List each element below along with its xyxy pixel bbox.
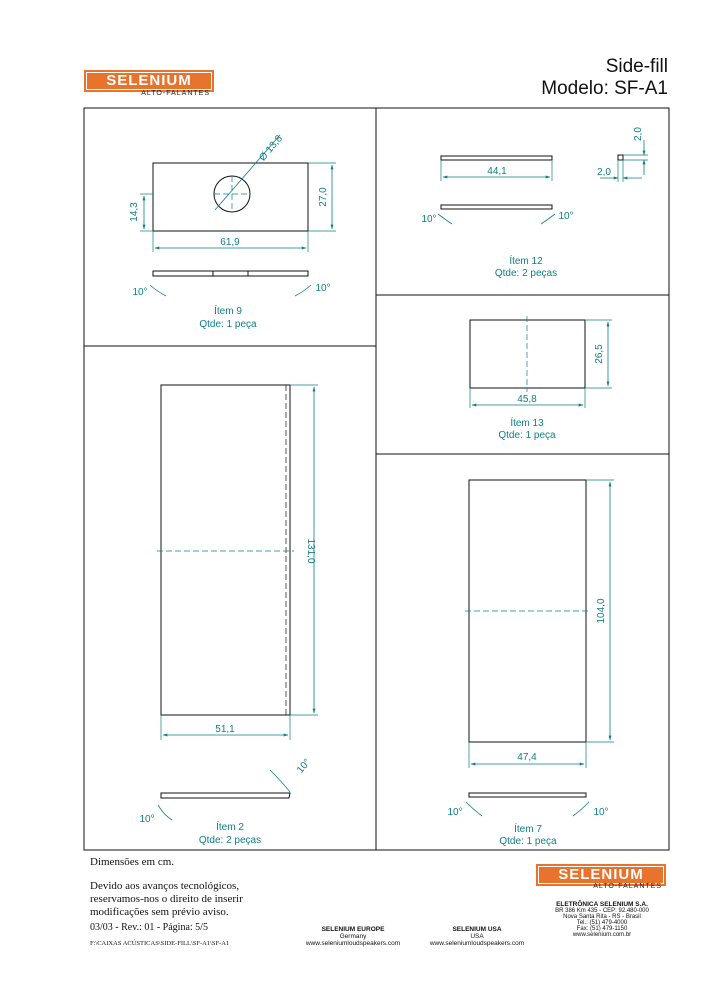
item7-qty: Qtde: 1 peça — [499, 836, 557, 847]
europe-country: Germany — [339, 933, 367, 940]
item13-height-label: 26,5 — [594, 344, 605, 364]
item9-width-label: 61,9 — [220, 237, 240, 248]
item7-height-label: 104,0 — [596, 598, 607, 623]
item12-panel — [440, 155, 553, 161]
item13-width-label: 45,8 — [517, 394, 537, 405]
item9-dia-label: Ø 13,8 — [257, 133, 285, 163]
item2-angle-bottom: 10° — [139, 814, 154, 825]
disclaimer-line1: Devido aos avanços tecnológicos, — [90, 880, 240, 892]
file-path-text: F:\CAIXAS ACÚSTICAS\SIDE-FILL\SF-A1\SF-A… — [90, 940, 230, 947]
item13-panel — [469, 319, 586, 389]
item2-drawing — [157, 384, 318, 821]
item9-drawing — [140, 134, 336, 297]
company-name: ELETRÔNICA SELENIUM S.A. — [556, 901, 648, 908]
item2-height-label: 131,0 — [305, 538, 316, 563]
item7-angle-right: 10° — [593, 807, 608, 818]
item9-panel — [152, 162, 309, 232]
item9-angle-left: 10° — [132, 287, 147, 298]
page-title-line2: Modelo: SF-A1 — [541, 78, 668, 99]
revision-text: 03/03 - Rev.: 01 - Página: 5/5 — [90, 922, 208, 933]
item2-angle-top: 10° — [295, 757, 313, 776]
company-address-2: Nova Santa Rita - RS - Brasil — [563, 914, 641, 920]
company-tel: Tel.: (51) 479-4000 — [576, 920, 628, 926]
disclaimer-line2: reservamos-nos o direito de inserir — [90, 893, 243, 905]
item2-panel — [160, 384, 291, 716]
item9-height-label: 27,0 — [318, 187, 329, 207]
frame-lines — [83, 107, 670, 851]
europe-url[interactable]: www.seleniumloudspeakers.com — [305, 940, 401, 947]
item9-side-view — [152, 270, 309, 277]
item7-title: Ítem 7 — [514, 822, 542, 835]
company-address-1: BR 386 Km 435 - CEP: 92.480-000 — [555, 908, 649, 914]
usa-name: SELENIUM USA — [452, 926, 502, 933]
selenium-logo-bottom: SELENIUM — [536, 864, 666, 886]
item2-title: Ítem 2 — [216, 820, 244, 833]
item13-title: Ítem 13 — [510, 416, 544, 429]
usa-url[interactable]: www.seleniumloudspeakers.com — [429, 940, 525, 947]
page-title-line1: Side-fill — [605, 56, 668, 77]
item9-angle-right: 10° — [315, 283, 330, 294]
item12-angle-right: 10° — [558, 211, 573, 222]
item2-qty: Qtde: 2 peças — [199, 835, 261, 846]
units-note: Dimensões em cm. — [90, 856, 175, 868]
item2-width-label: 51,1 — [215, 724, 235, 735]
usa-country: USA — [470, 933, 484, 940]
item12-thick-h-label: 2,0 — [597, 167, 611, 178]
item12-qty: Qtde: 2 peças — [495, 268, 557, 279]
item7-side-view — [468, 792, 587, 798]
item7-width-label: 47,4 — [517, 752, 537, 763]
disclaimer-line3: modificações sem prévio aviso. — [90, 906, 229, 918]
selenium-logo-top: SELENIUM — [84, 70, 214, 92]
item9-offset-label: 14,3 — [129, 202, 140, 222]
item12-section — [617, 154, 624, 161]
item13-qty: Qtde: 1 peça — [498, 430, 556, 441]
company-block: ELETRÔNICA SELENIUM S.A. BR 386 Km 435 -… — [540, 901, 664, 938]
company-fax: Fax: (51) 479-1150 — [576, 926, 628, 932]
logo-subtitle-bottom: ALTO-FALANTES — [593, 883, 662, 890]
item12-title: Ítem 12 — [509, 254, 543, 267]
item12-angle-left: 10° — [421, 214, 436, 225]
europe-block: SELENIUM EUROPE Germany www.seleniumloud… — [288, 926, 418, 947]
usa-block: SELENIUM USA USA www.seleniumloudspeaker… — [412, 926, 542, 947]
europe-name: SELENIUM EUROPE — [321, 926, 385, 933]
item7-drawing — [465, 479, 614, 817]
item9-qty: Qtde: 1 peça — [199, 319, 257, 330]
item12-thick-v-label: 2,0 — [633, 127, 644, 141]
item12-side-view — [440, 204, 553, 210]
item9-dia-leader — [214, 134, 281, 211]
item7-angle-left: 10° — [447, 807, 462, 818]
logo-subtitle-top: ALTO-FALANTES — [141, 90, 210, 97]
item9-title: Ítem 9 — [214, 304, 242, 317]
company-website[interactable]: www.selenium.com.br — [572, 932, 632, 938]
item12-drawing — [437, 140, 648, 225]
item13-drawing — [469, 316, 612, 408]
item12-width-label: 44,1 — [487, 166, 507, 177]
item2-side-view — [160, 792, 291, 799]
